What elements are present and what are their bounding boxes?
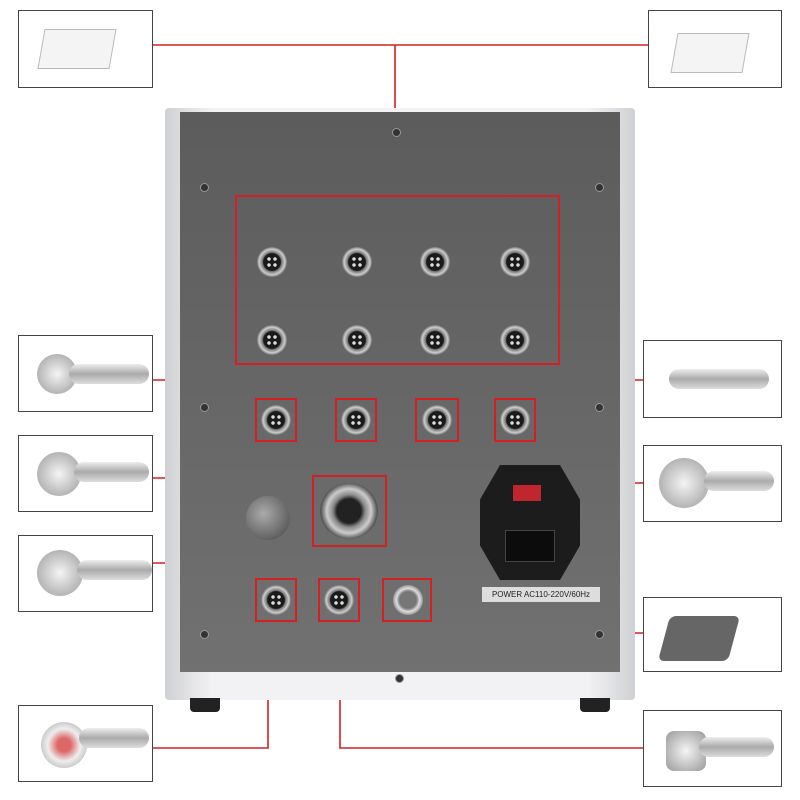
callout-vacuum-probe [643,710,782,787]
power-label: POWER AC110-220V/60Hz [482,587,600,602]
port-highlight [255,398,297,442]
laser-port[interactable] [342,247,372,277]
ems-pad-image [657,616,741,661]
laser-pad-image [37,29,117,69]
port-highlight [255,578,297,622]
power-switch[interactable] [513,485,541,501]
laser-ports-highlight [235,195,560,365]
ems-port-highlight [382,578,432,622]
power-socket [505,530,555,562]
ems-port[interactable] [393,585,423,615]
port-highlight [494,398,536,442]
cavitation-port[interactable] [320,483,378,539]
foot-right [580,698,610,712]
foot-left [190,698,220,712]
laser-port[interactable] [342,325,372,355]
callout-rf-probe-6 [18,435,153,512]
laser-port[interactable] [420,247,450,277]
laser-port[interactable] [257,325,287,355]
callout-cavitation-small [18,535,153,612]
screw [200,630,209,639]
laser-port[interactable] [420,325,450,355]
cavitation-port-highlight [312,475,387,547]
round-button[interactable] [246,496,290,540]
screw [595,403,604,412]
probe-port[interactable] [261,405,291,435]
callout-rf-probe-3 [18,335,153,412]
callout-led-probe [18,705,153,782]
screw [595,630,604,639]
probe-port[interactable] [324,585,354,615]
screw [200,183,209,192]
callout-laser-pad-right [648,10,782,88]
laser-pad-image [670,33,750,73]
port-highlight [415,398,459,442]
probe-port[interactable] [261,585,291,615]
screw [200,403,209,412]
laser-port[interactable] [500,247,530,277]
screw [395,674,404,683]
port-highlight [335,398,377,442]
laser-port[interactable] [257,247,287,277]
callout-laser-pad-left [18,10,153,88]
callout-ems-pad [643,597,782,672]
screw [595,183,604,192]
port-highlight [318,578,360,622]
probe-port[interactable] [422,405,452,435]
probe-port[interactable] [500,405,530,435]
callout-cavitation-large [643,445,782,522]
screw [392,128,401,137]
probe-port[interactable] [341,405,371,435]
callout-rf-probe-curved [643,340,782,418]
power-module [480,465,580,580]
laser-port[interactable] [500,325,530,355]
